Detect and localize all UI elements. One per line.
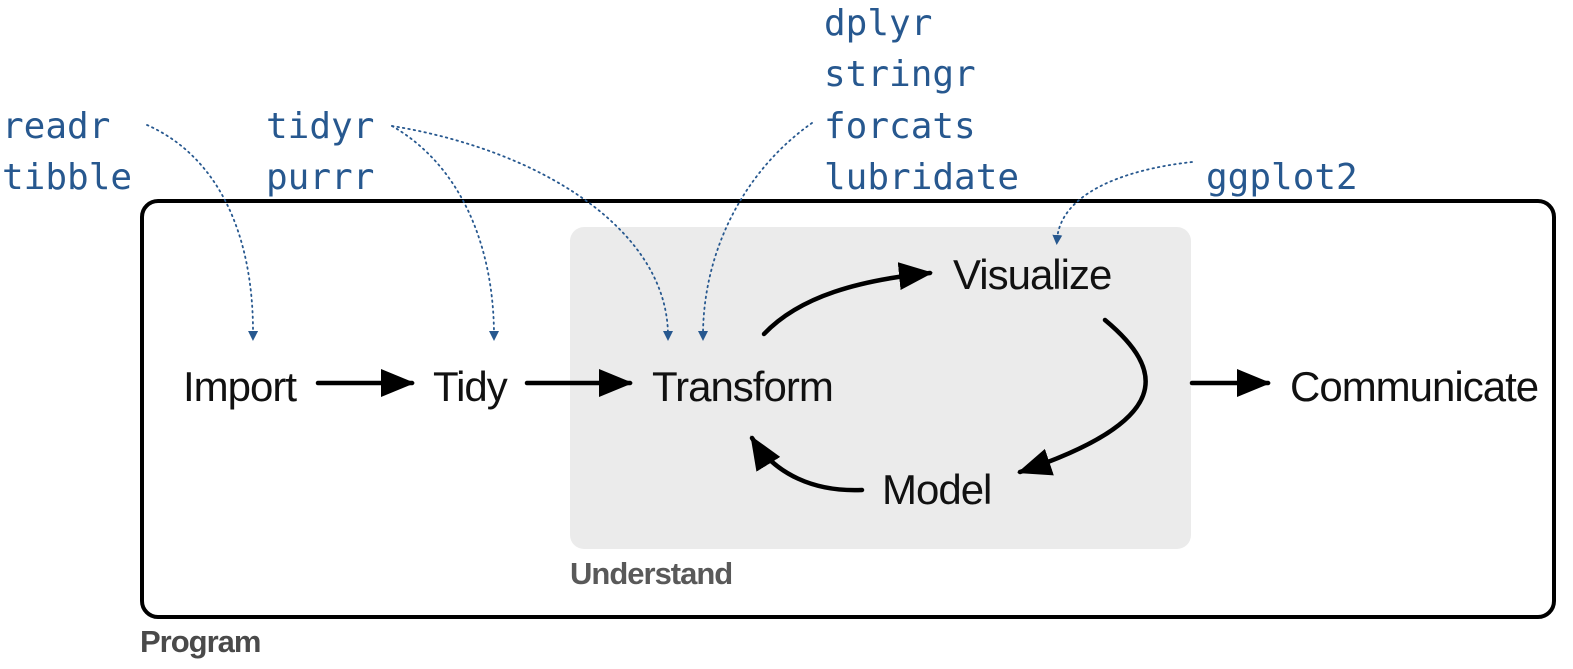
tidy-packages: tidyr purrr <box>266 106 374 198</box>
connector-tidyr-transform <box>391 125 673 341</box>
stage-visualize: Visualize <box>953 251 1111 298</box>
package-tidyr: tidyr <box>266 106 374 147</box>
stage-communicate: Communicate <box>1290 363 1538 410</box>
arrow-visualize-to-model <box>1017 317 1148 476</box>
understand-label: Understand <box>570 556 732 591</box>
connector-tidyr-tidy <box>391 125 499 341</box>
package-ggplot2: ggplot2 <box>1206 157 1358 198</box>
transform-packages: dplyr stringr forcats lubridate <box>824 3 1019 198</box>
stage-model: Model <box>882 466 991 513</box>
package-stringr: stringr <box>824 54 976 95</box>
stage-transform: Transform <box>652 363 833 410</box>
program-box <box>140 199 1556 619</box>
package-readr: readr <box>2 106 110 147</box>
package-purrr: purrr <box>266 157 374 198</box>
package-lubridate: lubridate <box>824 157 1019 198</box>
package-tibble: tibble <box>2 157 132 198</box>
program-label: Program <box>140 624 260 659</box>
stage-tidy: Tidy <box>433 363 508 410</box>
connector-forcats-transform <box>698 122 813 341</box>
stage-import: Import <box>183 363 297 410</box>
package-forcats: forcats <box>824 106 976 147</box>
visualize-packages: ggplot2 <box>1206 157 1358 198</box>
connector-readr-import <box>146 124 259 341</box>
arrow-model-to-transform <box>749 435 865 493</box>
package-dplyr: dplyr <box>824 3 932 44</box>
arrow-transform-to-visualize <box>761 262 933 337</box>
import-packages: readr tibble <box>2 106 132 198</box>
